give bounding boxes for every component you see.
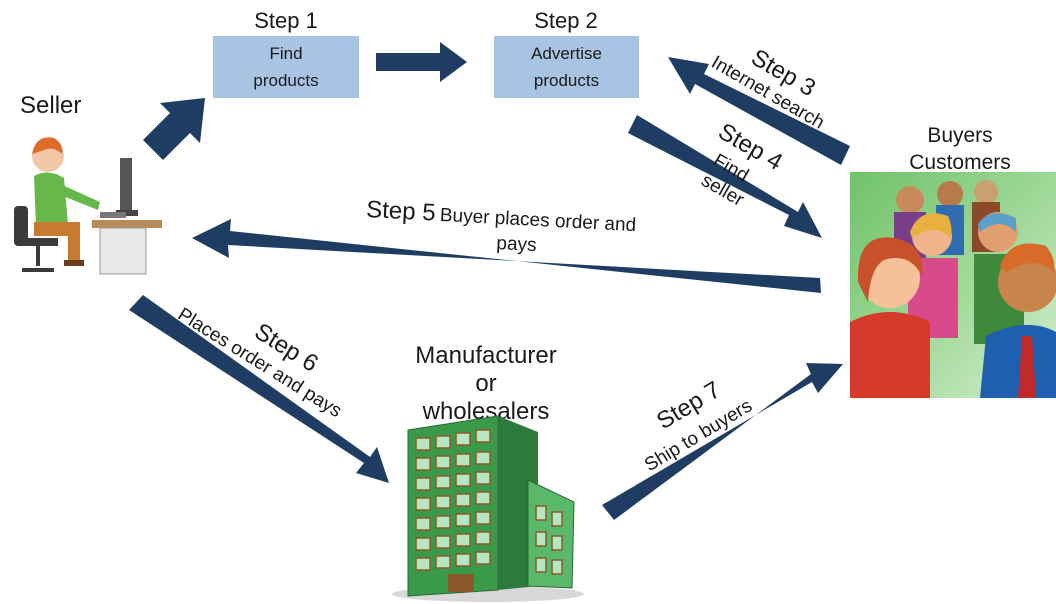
building-illustration	[392, 415, 584, 602]
arrow-step7-manufacturer-to-buyers	[602, 363, 843, 520]
manufacturer-label: Manufacturer or wholesalers	[396, 342, 576, 426]
buyers-label-line2: Customers	[909, 151, 1011, 174]
seller-label: Seller	[20, 92, 82, 119]
buyers-label: Buyers Customers	[900, 122, 1020, 176]
seller-illustration	[14, 137, 162, 275]
step2-box: Advertise products	[494, 36, 639, 98]
step1-line2: products	[253, 71, 319, 90]
arrow-step6-seller-to-manufacturer	[129, 295, 389, 483]
arrow-step4-step2-to-buyers	[628, 115, 822, 238]
step1-title: Step 1	[254, 8, 318, 33]
arrow-step1-to-step2	[376, 42, 467, 82]
manufacturer-label-line2: or	[475, 370, 497, 397]
step5-desc-line2: pays	[495, 233, 538, 257]
buyers-label-line1: Buyers	[927, 124, 993, 147]
step2-line2: products	[533, 71, 600, 90]
step2-title: Step 2	[534, 8, 598, 33]
arrow-step3-buyers-to-step2	[668, 57, 850, 165]
buyers-illustration	[850, 172, 1056, 398]
step1-line1: Find	[269, 44, 303, 63]
manufacturer-label-line1: Manufacturer	[415, 342, 557, 369]
step5-title: Step 5	[365, 196, 437, 227]
step1-box: Find products	[213, 36, 359, 98]
arrow-step5-buyers-to-seller	[192, 219, 821, 293]
step2-line1: Advertise	[531, 44, 602, 63]
arrow-seller-to-step1	[143, 98, 205, 160]
